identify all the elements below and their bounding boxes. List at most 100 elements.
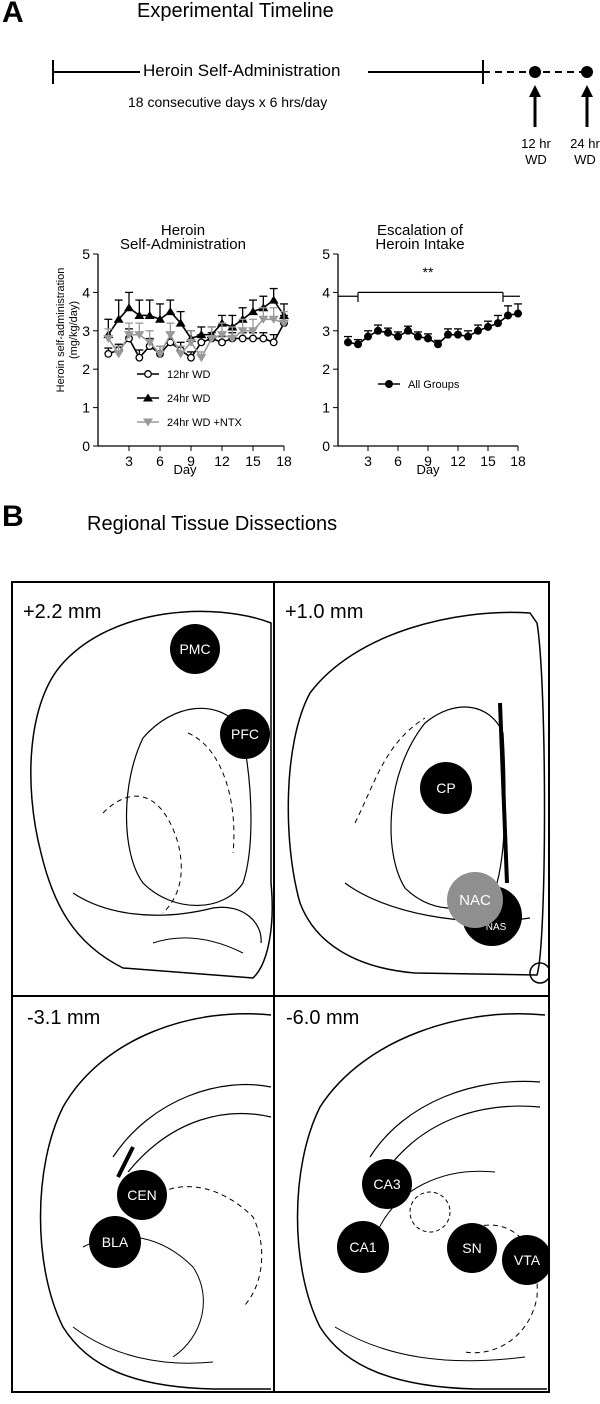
data-point <box>279 319 289 328</box>
brain-section-midbrain: -6.0 mm CA3 CA1 SN VTA <box>273 995 550 1393</box>
legend-label: All Groups <box>408 379 460 391</box>
data-point <box>175 318 186 327</box>
data-point <box>394 332 402 341</box>
panel-letter-a: A <box>2 0 24 29</box>
significance-stars: ** <box>423 264 434 280</box>
timeline-title: Experimental Timeline <box>137 0 334 22</box>
legend-marker <box>385 380 393 388</box>
data-point <box>134 331 145 340</box>
data-point <box>217 331 227 340</box>
legend-marker <box>143 418 153 427</box>
data-point <box>113 314 124 323</box>
legend-label: 24hr WD <box>167 393 210 405</box>
data-point <box>206 334 217 343</box>
y-tick-label: 0 <box>322 438 330 454</box>
data-point <box>259 334 268 343</box>
x-tick-label: 6 <box>394 453 402 469</box>
data-point <box>404 326 412 335</box>
wd24-arrow-icon <box>581 85 593 97</box>
series-line <box>347 312 519 346</box>
data-point <box>187 353 195 362</box>
series-0 <box>344 303 522 349</box>
brain-outline-4 <box>296 1013 547 1390</box>
region-bla: BLA <box>89 1216 141 1268</box>
data-point <box>124 303 134 312</box>
x-tick-label: 12 <box>214 453 230 469</box>
y-tick-label: 5 <box>322 246 330 262</box>
data-point <box>144 310 155 319</box>
section-label-minus-3-1: -3.1 mm <box>27 1007 101 1029</box>
series-line <box>107 298 285 340</box>
data-point <box>196 354 207 363</box>
data-point <box>175 350 186 359</box>
data-point <box>155 314 165 323</box>
data-point <box>238 334 247 343</box>
data-point <box>268 295 279 304</box>
x-tick-label: 9 <box>187 453 195 469</box>
series-line <box>108 322 285 360</box>
data-point <box>268 315 279 324</box>
y-tick-label: 3 <box>82 323 90 339</box>
section-label-plus-1-0: +1.0 mm <box>285 601 364 623</box>
brain-outline-1 <box>30 610 273 979</box>
x-tick-label: 6 <box>156 453 164 469</box>
y-tick-label: 1 <box>322 400 330 416</box>
panel-letter-b: B <box>2 500 24 533</box>
data-point <box>135 353 144 362</box>
data-point <box>414 332 422 341</box>
data-point <box>474 326 482 335</box>
data-point <box>237 327 248 336</box>
legend-marker <box>144 370 152 378</box>
chart2-title-line1: Escalation of <box>377 222 464 239</box>
x-tick-label: 12 <box>450 453 466 469</box>
x-tick-label: 9 <box>424 453 432 469</box>
wd24-label-line2: WD <box>574 152 596 167</box>
data-point <box>227 334 238 343</box>
data-point <box>165 307 176 316</box>
data-point <box>269 338 278 347</box>
data-point <box>134 310 145 319</box>
legend-label: 12hr WD <box>167 369 210 381</box>
section-label-plus-2-2: +2.2 mm <box>23 601 102 623</box>
region-vta: VTA <box>502 1235 548 1285</box>
x-tick-label: 18 <box>510 453 526 469</box>
x-tick-label: 3 <box>364 453 372 469</box>
legend-marker <box>143 393 153 402</box>
data-point <box>249 334 257 343</box>
data-point <box>454 330 462 339</box>
data-point <box>444 330 452 339</box>
legend: 12hr WD 24hr WD 24hr WD +NTX <box>137 369 243 429</box>
data-point <box>504 311 512 320</box>
timeline-label: Heroin Self-Administration <box>143 61 341 80</box>
dissection-title: Regional Tissue Dissections <box>87 513 338 535</box>
region-ca1: CA1 <box>337 1221 389 1273</box>
y-tick-label: 5 <box>82 246 90 262</box>
y-tick-label: 3 <box>322 323 330 339</box>
series-2 <box>103 307 289 363</box>
chart2-title-line2: Heroin Intake <box>375 236 464 253</box>
chart1-ylabel-line2: (mg/kg/day) <box>68 301 80 359</box>
brain-section-anterior: +2.2 mm PMC PFC <box>11 581 275 997</box>
wd12-label-line2: WD <box>525 152 547 167</box>
wd24-label: 24 hr WD <box>563 136 600 168</box>
legend-label: 24hr WD +NTX <box>167 417 243 429</box>
data-point <box>248 327 258 336</box>
data-point <box>218 338 226 347</box>
legend: All Groups <box>378 379 460 391</box>
data-point <box>104 349 113 358</box>
data-point <box>197 338 206 347</box>
chart1-title-line2: Self-Administration <box>120 236 246 253</box>
brain-outline-3 <box>39 1013 272 1390</box>
data-point <box>484 322 492 331</box>
data-point <box>124 331 134 340</box>
region-sn: SN <box>447 1223 497 1273</box>
data-point <box>103 334 114 343</box>
region-pmc: PMC <box>170 624 220 674</box>
data-point <box>155 350 165 359</box>
y-tick-label: 2 <box>322 361 330 377</box>
data-point <box>165 331 176 340</box>
brain-section-striatal: +1.0 mm CP NAS NAC <box>273 581 550 997</box>
chart1-ylabel-line1: Heroin self-administration <box>55 268 67 393</box>
data-point <box>434 340 442 349</box>
